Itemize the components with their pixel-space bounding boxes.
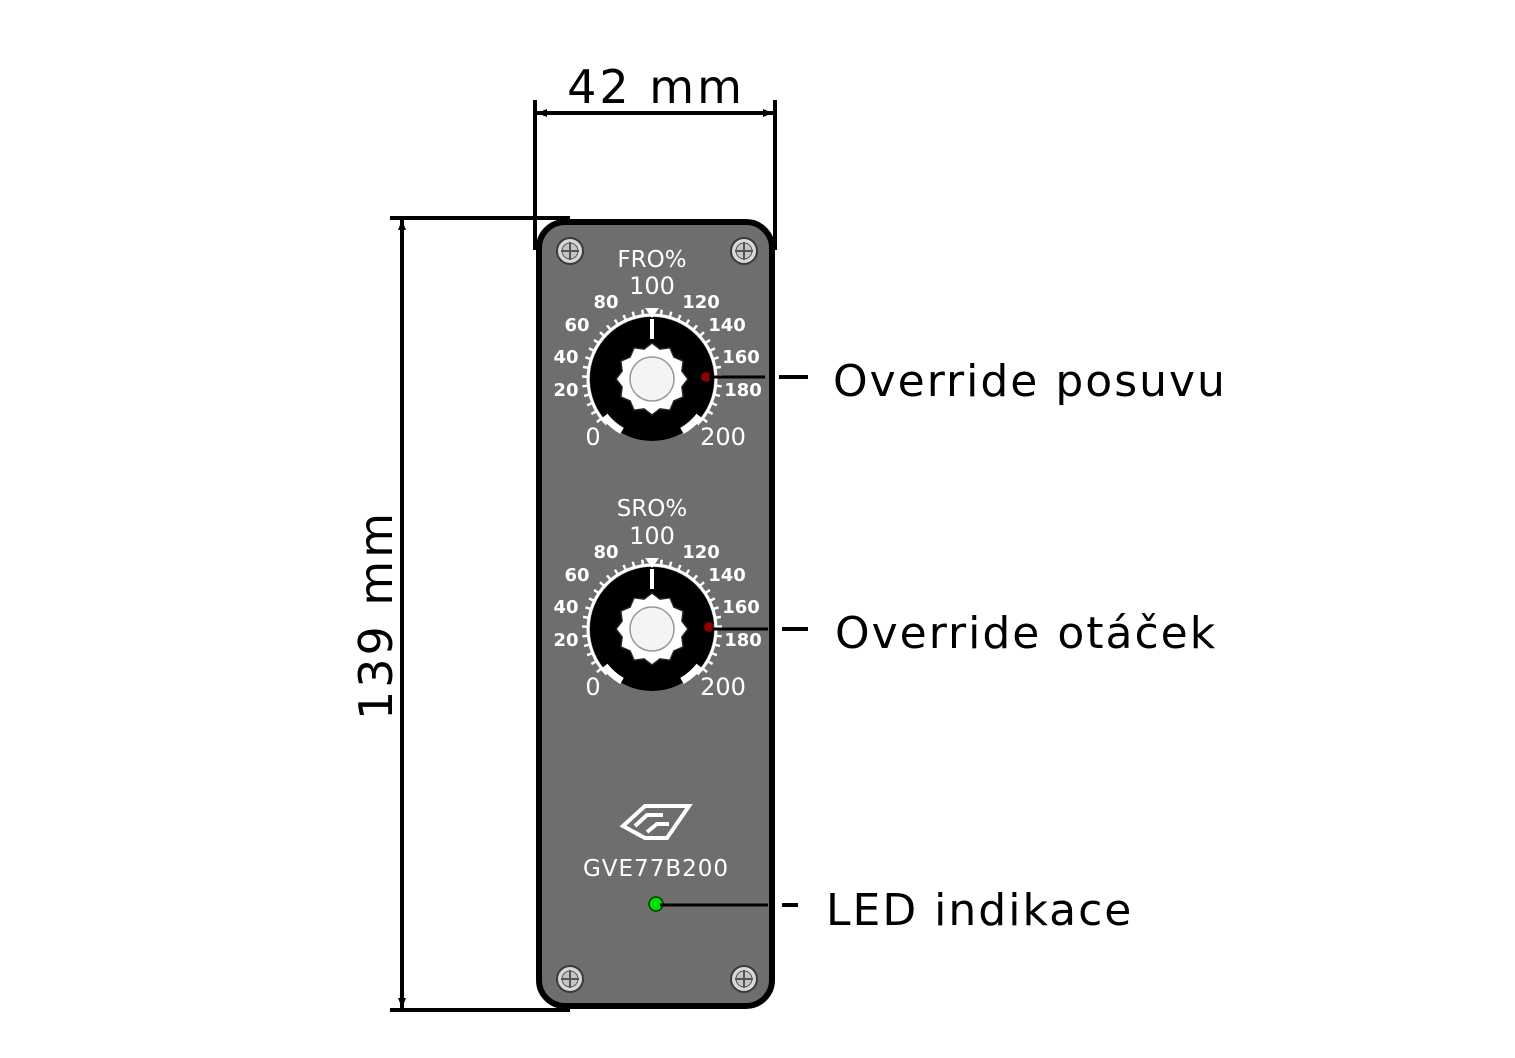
scale-label: 140 [708,565,746,586]
knob-title: SRO% [617,496,688,522]
scale-label: 0 [585,673,600,701]
scale-label: 160 [722,597,760,618]
scale-label: 60 [564,315,589,336]
scale-tick [716,636,722,637]
scale-tick [633,312,635,318]
scale-tick [582,386,588,387]
scale-tick [584,644,590,645]
scale-tick [642,310,643,316]
scale-tick [670,312,672,318]
scale-label: 100 [629,272,675,300]
scale-tick [714,644,720,645]
scale-tick [583,367,589,368]
scale-tick [716,386,722,387]
knob-center [630,607,674,651]
scale-tick [713,357,719,359]
scale-tick [582,636,588,637]
knob-center [630,357,674,401]
scale-label: 120 [682,292,720,313]
screw-icon [731,966,757,992]
model-label: GVE77B200 [583,856,729,882]
scale-tick [670,562,672,568]
scale-tick [633,562,635,568]
scale-tick [714,394,720,395]
scale-label: 80 [593,542,618,563]
scale-label: 180 [724,380,762,401]
scale-tick [713,607,719,609]
screw-icon [731,238,757,264]
scale-label: 60 [564,565,589,586]
screw-icon [557,966,583,992]
scale-tick [642,560,643,566]
scale-label: 0 [585,423,600,451]
scale-label: 180 [724,630,762,651]
height-label: 139 mm [349,510,403,720]
screw-icon [557,238,583,264]
scale-label: 40 [553,597,578,618]
scale-label: 80 [593,292,618,313]
scale-label: 140 [708,315,746,336]
scale-tick [715,617,721,618]
knob-title: FRO% [617,247,686,273]
scale-tick [715,367,721,368]
scale-tick [583,617,589,618]
scale-label: 20 [553,380,578,401]
scale-label: 20 [553,630,578,651]
width-label: 42 mm [567,60,745,114]
scale-tick [584,394,590,395]
scale-label: 120 [682,542,720,563]
scale-label: 40 [553,347,578,368]
scale-label: 200 [700,423,746,451]
scale-tick [661,310,662,316]
callout-sro: Override otáček [835,608,1217,659]
scale-label: 100 [629,522,675,550]
callout-led: LED indikace [826,885,1133,936]
scale-label: 200 [700,673,746,701]
scale-tick [661,560,662,566]
scale-label: 160 [722,347,760,368]
scale-tick [585,357,591,359]
scale-tick [585,607,591,609]
callout-fro: Override posuvu [833,356,1227,407]
